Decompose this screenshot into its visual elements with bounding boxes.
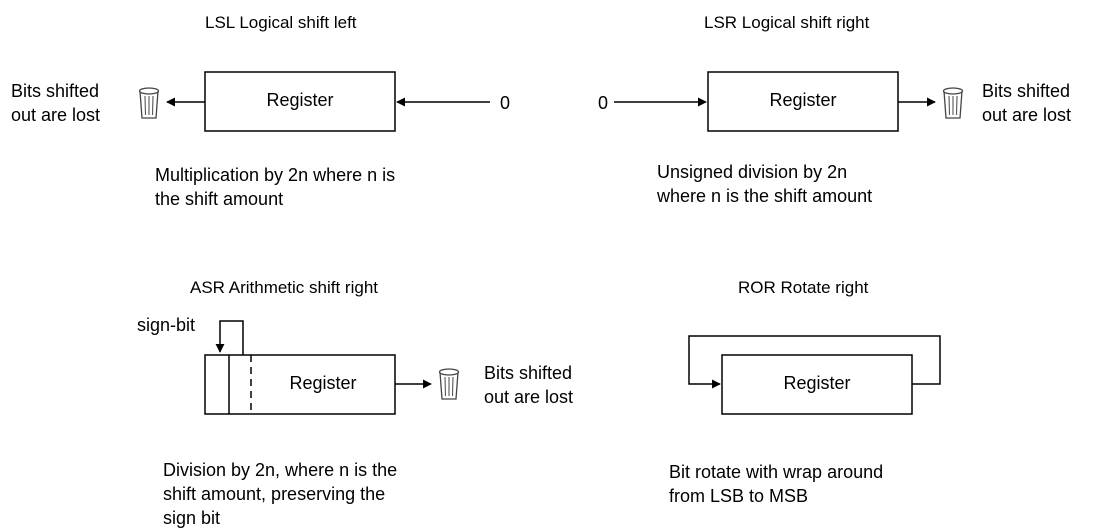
ror-title: ROR Rotate right — [738, 278, 869, 297]
asr-sign-bit-label: sign-bit — [137, 315, 196, 335]
ror-caption-line2: from LSB to MSB — [669, 486, 809, 506]
asr-trash-can-icon — [438, 368, 460, 400]
lsl-lost-line1: Bits shifted — [11, 81, 100, 101]
lsr-register-label: Register — [769, 90, 837, 110]
lsr-lost-line2: out are lost — [982, 105, 1072, 125]
asr-caption-line1: Division by 2n, where n is the — [163, 460, 398, 480]
lsr-zero-input: 0 — [598, 93, 609, 113]
lsr-trash-can-icon — [942, 87, 964, 119]
asr-caption-line3: sign bit — [163, 508, 221, 528]
asr-title: ASR Arithmetic shift right — [190, 278, 379, 297]
lsl-caption-line1: Multiplication by 2n where n is — [155, 165, 396, 185]
lsl-register-box — [204, 71, 396, 132]
lsr-title: LSR Logical shift right — [704, 13, 870, 32]
lsr-lost-line1: Bits shifted — [982, 81, 1071, 101]
lsr-caption-line1: Unsigned division by 2n — [657, 162, 848, 182]
ror-register-label: Register — [783, 373, 851, 393]
lsl-title: LSL Logical shift left — [205, 13, 357, 32]
asr-lost-line2: out are lost — [484, 387, 574, 407]
lsr-caption-line2: where n is the shift amount — [657, 186, 873, 206]
asr-lost-line1: Bits shifted — [484, 363, 573, 383]
ror-caption-line1: Bit rotate with wrap around — [669, 462, 884, 482]
lsl-lost-line2: out are lost — [11, 105, 101, 125]
lsl-register-label: Register — [266, 90, 334, 110]
asr-caption-line2: shift amount, preserving the — [163, 484, 386, 504]
lsl-trash-can-icon — [138, 87, 160, 119]
lsl-caption-line2: the shift amount — [155, 189, 284, 209]
lsr-register-box — [707, 71, 899, 132]
asr-register-box — [204, 354, 396, 415]
lsl-zero-input: 0 — [500, 93, 511, 113]
asr-register-label: Register — [289, 373, 357, 393]
ror-wrap-around-arrow — [688, 335, 941, 389]
asr-sign-bit-feedback-arrow — [215, 320, 244, 355]
